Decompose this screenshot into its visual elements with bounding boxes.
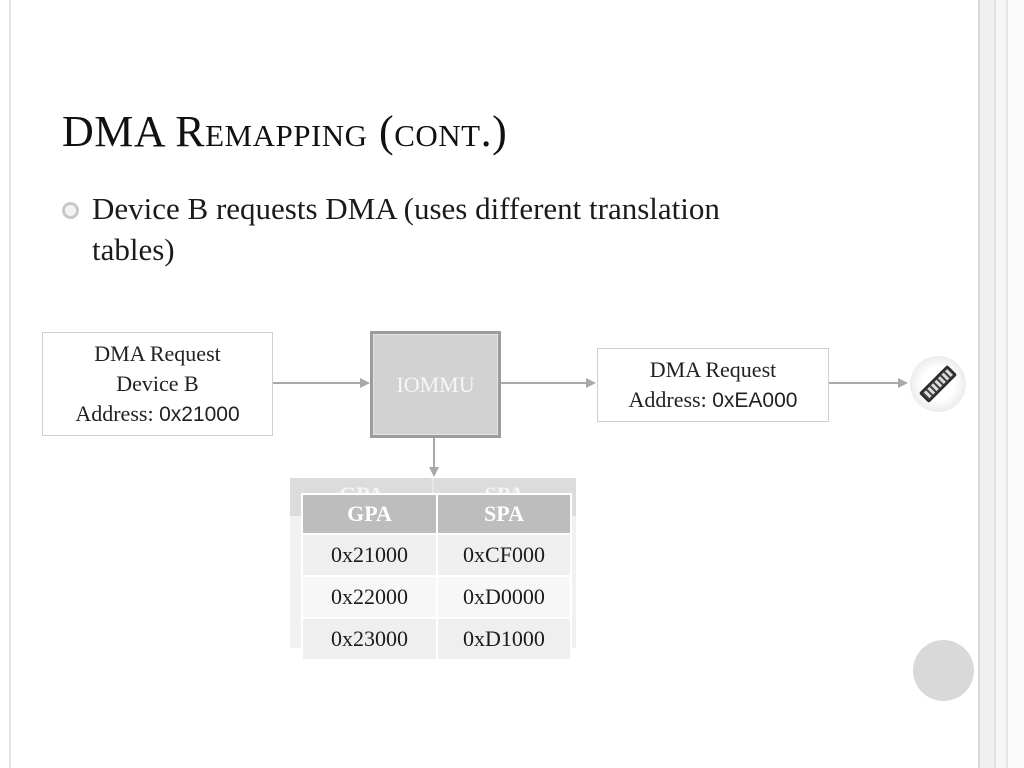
table-header-gpa: GPA <box>303 495 436 533</box>
table-cell-spa: 0xD1000 <box>438 619 570 659</box>
table-header-row: GPA SPA <box>303 495 570 533</box>
table-cell-gpa: 0x21000 <box>303 535 436 575</box>
dest-address-value: 0xEA000 <box>712 388 798 412</box>
source-address-label: Address: <box>75 400 160 426</box>
slide-frame-right <box>978 0 994 768</box>
slide-title: DMA Remapping (cont.) <box>62 107 508 156</box>
table-cell-gpa: 0x23000 <box>303 619 436 659</box>
bullet-circle-icon <box>62 202 79 219</box>
dest-box-line1: DMA Request <box>649 356 777 382</box>
source-box-line1: DMA Request <box>94 340 221 366</box>
source-box-line2: Device B <box>116 370 199 396</box>
memory-chip-graphic <box>919 365 957 403</box>
table-header-spa: SPA <box>438 495 570 533</box>
table-row: 0x22000 0xD0000 <box>303 577 570 617</box>
dest-box-address: Address: 0xEA000 <box>629 385 798 416</box>
source-box-address: Address: 0x21000 <box>75 399 239 430</box>
iommu-label: IOMMU <box>396 372 475 397</box>
iommu-box: IOMMU <box>370 331 501 438</box>
slide-nav-circle[interactable] <box>913 640 974 701</box>
slide-left-edge <box>9 0 11 768</box>
bullet-text: Device B requests DMA (uses different tr… <box>92 191 720 267</box>
table-cell-gpa: 0x22000 <box>303 577 436 617</box>
dest-address-label: Address: <box>628 386 713 412</box>
dma-request-dest-box: DMA Request Address: 0xEA000 <box>597 348 829 422</box>
translation-table: GPA SPA 0x21000 0xCF000 0x22000 0xD0000 … <box>301 493 572 661</box>
memory-chip-icon <box>910 356 966 412</box>
table-row: 0x21000 0xCF000 <box>303 535 570 575</box>
slide-frame-right-outer <box>1006 0 1024 768</box>
dma-request-source-box: DMA Request Device B Address: 0x21000 <box>42 332 273 436</box>
table-cell-spa: 0xCF000 <box>438 535 570 575</box>
table-row: 0x23000 0xD1000 <box>303 619 570 659</box>
slide-frame-right-inner <box>994 0 1006 768</box>
source-address-value: 0x21000 <box>159 402 240 426</box>
table-cell-spa: 0xD0000 <box>438 577 570 617</box>
